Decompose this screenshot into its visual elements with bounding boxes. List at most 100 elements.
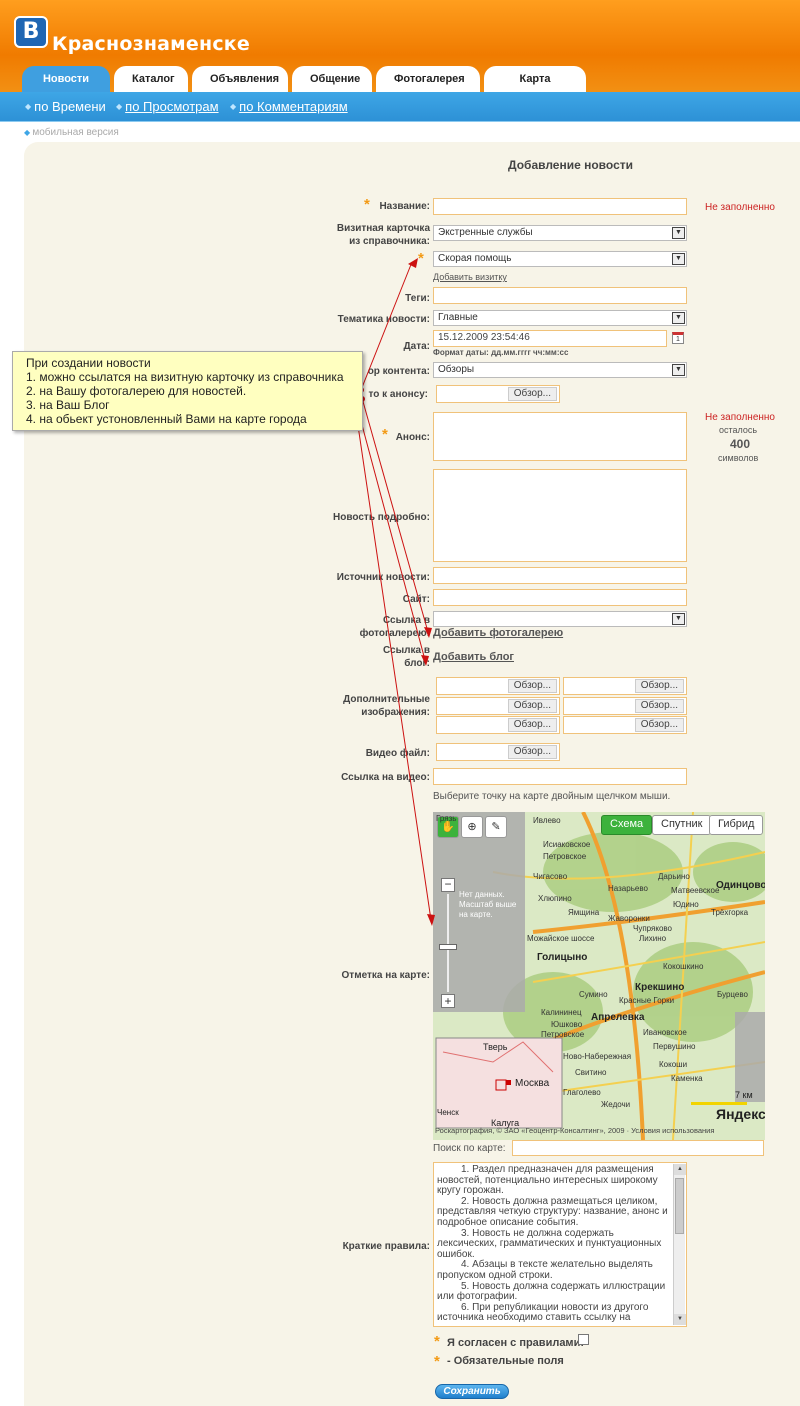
- site-name[interactable]: Краснознаменске: [52, 33, 250, 55]
- extra-image-input-3[interactable]: Обзор...: [436, 697, 560, 715]
- map-place-label: Калининец: [541, 1008, 582, 1017]
- map-place-label: Назарьево: [608, 884, 648, 893]
- tab-city-map[interactable]: Карта города: [484, 66, 586, 111]
- zoom-track[interactable]: [447, 894, 449, 992]
- details-textarea[interactable]: [433, 469, 687, 562]
- tab-gallery[interactable]: Фотогалерея: [376, 66, 480, 92]
- zoom-slider-handle[interactable]: [439, 944, 457, 950]
- add-blog-link[interactable]: Добавить блог: [433, 651, 514, 663]
- video-file-input[interactable]: Обзор...: [436, 743, 560, 761]
- tab-news[interactable]: Новости: [22, 66, 110, 92]
- browse-button[interactable]: Обзор...: [507, 745, 557, 759]
- extra-image-input-4[interactable]: Обзор...: [563, 697, 687, 715]
- zoom-note: Нет данных. Масштаб выше на карте.: [459, 890, 517, 919]
- map-place-label: Ямщина: [568, 908, 600, 917]
- minimap-label: Тверь: [483, 1042, 508, 1052]
- sort-by-comments-link[interactable]: по Комментариям: [239, 99, 348, 114]
- hand-tool-icon[interactable]: ✋: [437, 816, 459, 838]
- extra-image-input-2[interactable]: Обзор...: [563, 677, 687, 695]
- rule-item: 1. Раздел предназначен для размещения но…: [437, 1164, 658, 1197]
- sort-by-time[interactable]: ◆по Времени: [25, 99, 106, 114]
- map-place-label: Можайское шоссе: [527, 934, 595, 943]
- zoom-in-icon[interactable]: +: [441, 994, 455, 1008]
- browse-button[interactable]: Обзор...: [634, 699, 684, 713]
- extra-image-input-5[interactable]: Обзор...: [436, 716, 560, 734]
- rules-scrollbar[interactable]: ▲▼: [673, 1164, 686, 1325]
- mobile-version-link[interactable]: ◆ мобильная версия: [24, 127, 119, 138]
- site-label: Сайт:: [402, 594, 430, 605]
- extra-images-label-line2: изображения:: [361, 707, 430, 718]
- callout-line: 2. на Вашу фотогалерею для новостей.: [26, 384, 247, 398]
- add-gallery-link[interactable]: Добавить фотогалерею: [433, 627, 564, 639]
- name-label: Название:: [379, 201, 430, 212]
- name-input[interactable]: [433, 198, 687, 215]
- extra-image-input-1[interactable]: Обзор...: [436, 677, 560, 695]
- browse-button[interactable]: Обзор...: [634, 718, 684, 732]
- announce-textarea[interactable]: [433, 412, 687, 461]
- city-map[interactable]: ✋ ⊕ ✎ Схема Спутник Гибрид − + Нет данны…: [433, 812, 765, 1140]
- announce-error: Не заполненно: [705, 412, 775, 423]
- tab-catalog[interactable]: Каталог: [114, 66, 188, 92]
- map-search-input[interactable]: [512, 1140, 764, 1156]
- map-hint: Выберите точку на карте двойным щелчком …: [433, 791, 671, 802]
- logo-icon[interactable]: B: [14, 16, 48, 48]
- map-place-label: Крекшино: [635, 982, 685, 993]
- required-star-icon: *: [418, 250, 424, 267]
- source-input[interactable]: [433, 567, 687, 584]
- map-canvas[interactable]: [433, 812, 765, 1140]
- calendar-icon[interactable]: 1: [672, 332, 684, 344]
- map-hybrid-button[interactable]: Гибрид: [709, 815, 764, 835]
- content-select[interactable]: Обзоры▼: [433, 362, 687, 378]
- card-item-select[interactable]: Скорая помощь▼: [433, 251, 687, 267]
- extra-image-input-6[interactable]: Обзор...: [563, 716, 687, 734]
- required-star-icon: *: [382, 426, 388, 443]
- browse-button[interactable]: Обзор...: [507, 387, 557, 401]
- yandex-logo[interactable]: Яндекс: [716, 1106, 765, 1122]
- video-label: Видео файл:: [365, 748, 430, 759]
- map-place-label: Свитино: [575, 1068, 607, 1077]
- site-input[interactable]: [433, 589, 687, 606]
- rules-textarea[interactable]: 1. Раздел предназначен для размещения но…: [433, 1162, 687, 1327]
- scroll-up-icon[interactable]: ▲: [674, 1164, 686, 1175]
- card-category-select[interactable]: Экстренные службы▼: [433, 225, 687, 241]
- agree-checkbox[interactable]: [578, 1334, 589, 1345]
- map-place-label: Одинцово: [716, 880, 765, 891]
- gallery-label-line2: фотогалерею:: [359, 628, 430, 639]
- save-button[interactable]: Сохранить: [435, 1384, 509, 1399]
- tab-communication[interactable]: Общение: [292, 66, 372, 92]
- browse-button[interactable]: Обзор...: [507, 718, 557, 732]
- sort-by-comments[interactable]: ◆по Комментариям: [230, 99, 348, 114]
- scroll-down-icon[interactable]: ▼: [674, 1314, 686, 1325]
- browse-button[interactable]: Обзор...: [507, 699, 557, 713]
- mobile-version-text[interactable]: мобильная версия: [32, 127, 119, 138]
- video-link-input[interactable]: [433, 768, 687, 785]
- sort-by-views[interactable]: ◆по Просмотрам: [116, 99, 219, 114]
- date-label: Дата:: [403, 341, 430, 352]
- browse-button[interactable]: Обзор...: [507, 679, 557, 693]
- photo-file-input[interactable]: Обзор...: [436, 385, 560, 403]
- map-scheme-button[interactable]: Схема: [601, 815, 653, 835]
- rules-label: Краткие правила:: [342, 1241, 430, 1252]
- map-satellite-button[interactable]: Спутник: [652, 815, 712, 835]
- zoom-tool-icon[interactable]: ⊕: [461, 816, 483, 838]
- map-place-label: Сумино: [579, 990, 608, 999]
- theme-label: Тематика новости:: [337, 314, 430, 325]
- zoom-out-icon[interactable]: −: [441, 878, 455, 892]
- date-input[interactable]: 15.12.2009 23:54:46: [433, 330, 667, 347]
- map-place-label: Жаворонки: [608, 914, 650, 923]
- gallery-select[interactable]: ▼: [433, 611, 687, 627]
- map-place-label: Грязь: [436, 814, 457, 823]
- add-card-link[interactable]: Добавить визитку: [433, 272, 507, 282]
- rule-item: 4. Абзацы в тексте желательно выделять п…: [437, 1259, 653, 1281]
- annotation-callout: При создании новости 1. можно ссылатся н…: [12, 351, 363, 431]
- scroll-thumb[interactable]: [675, 1178, 684, 1234]
- map-search-label: Поиск по карте:: [433, 1143, 506, 1154]
- tags-input[interactable]: [433, 287, 687, 304]
- theme-select[interactable]: Главные▼: [433, 310, 687, 326]
- tab-ads[interactable]: Объявления: [192, 66, 288, 92]
- browse-button[interactable]: Обзор...: [634, 679, 684, 693]
- sort-by-views-link[interactable]: по Просмотрам: [125, 99, 219, 114]
- sort-by-time-link[interactable]: по Времени: [34, 99, 106, 114]
- ruler-tool-icon[interactable]: ✎: [485, 816, 507, 838]
